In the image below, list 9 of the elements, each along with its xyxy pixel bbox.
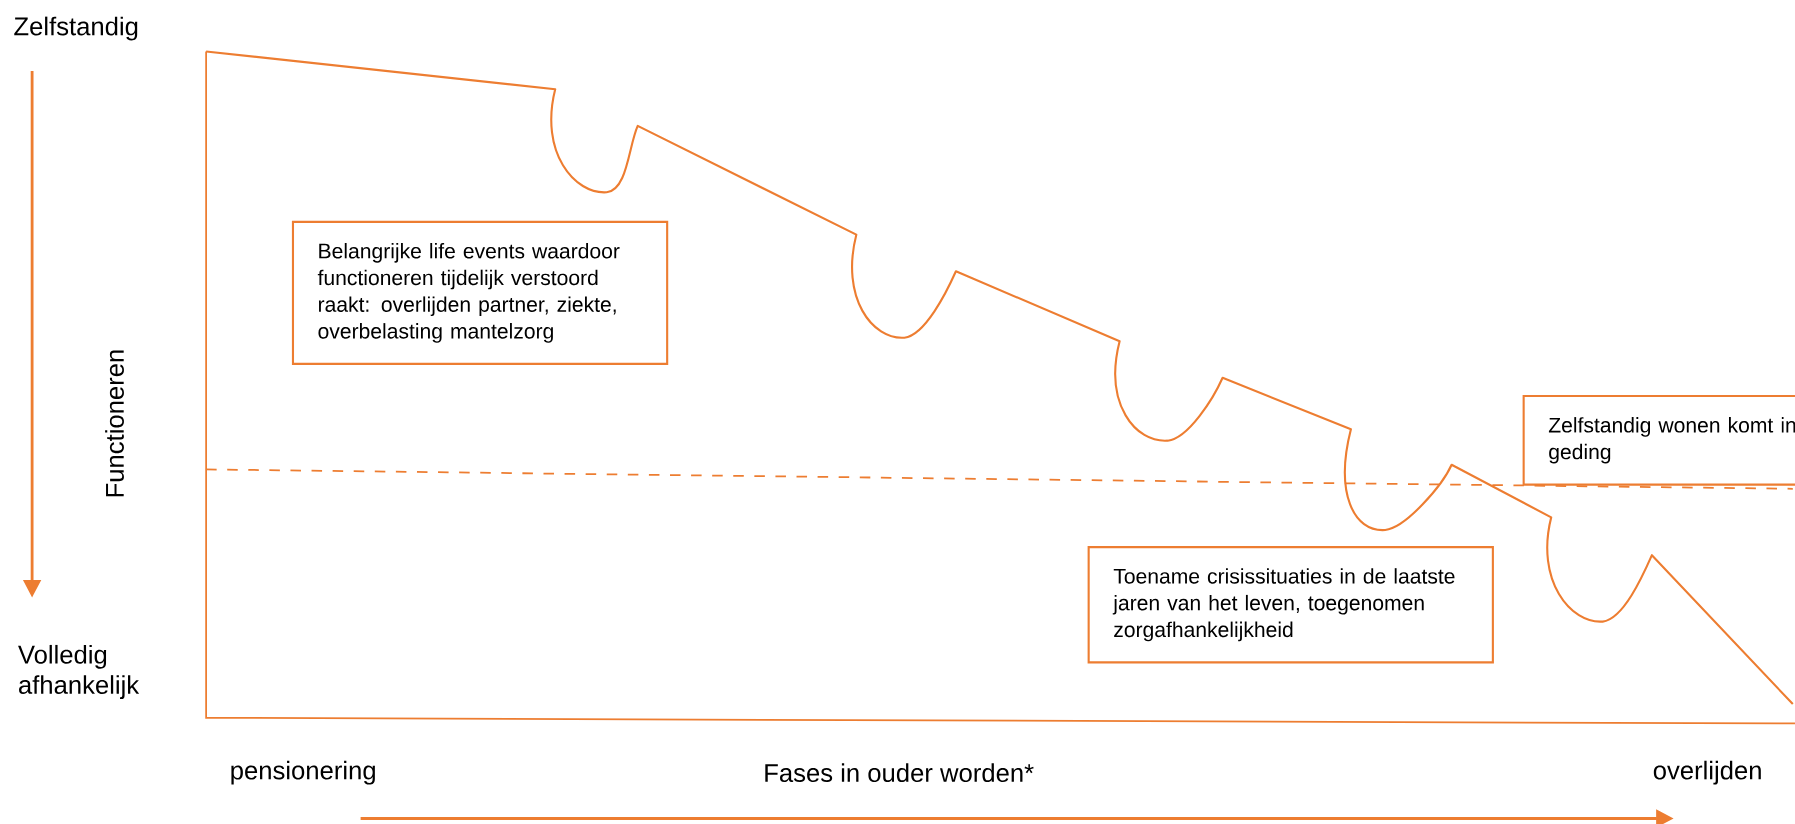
axis-label: Functioneren [105, 350, 124, 497]
axis-label: Zelfstandig [14, 16, 138, 41]
axis-caption: overlijden [1653, 760, 1761, 785]
text-box: Zelfstandig wonen komt in geding [1522, 395, 1795, 486]
axis-label: Volledig afhankelijk [18, 644, 140, 700]
text-box: Toename crisissituaties in de laatste jaren van het leven, toegenomen zorgafhankelijkheid [1087, 546, 1494, 664]
axis-caption: pensionering [231, 760, 375, 785]
axis-caption: Fases in ouder worden* [765, 763, 1034, 783]
text-box: Belangrijke life events waardoor functioneren tijdelijk verstoord raakt: overlijden partner, ziekte, overbelasting mantelzorg [291, 220, 669, 365]
